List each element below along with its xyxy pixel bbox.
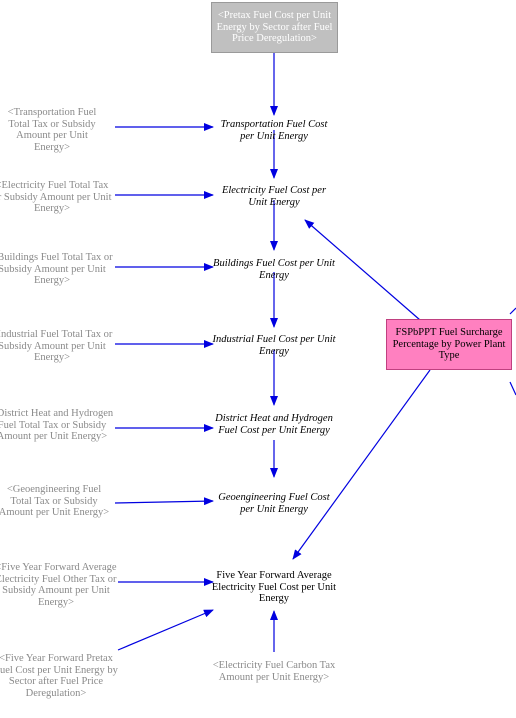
geo-tax-node: <Geoengineering Fuel Total Tax or Subsid… — [0, 484, 110, 518]
transport-cost-node: Transportation Fuel Cost per Unit Energy — [220, 119, 328, 142]
fspbppt-node: FSPbPPT Fuel Surcharge Percentage by Pow… — [386, 319, 512, 370]
buildings-tax-node: <Buildings Fuel Total Tax or Subsidy Amo… — [0, 252, 113, 286]
pretax-deregulation-node: <Pretax Fuel Cost per Unit Energy by Sec… — [211, 2, 338, 53]
buildings-cost-node: Buildings Fuel Cost per Unit Energy — [213, 258, 335, 281]
fy-other-tax-node: <Five Year Forward Average Electricity F… — [0, 562, 117, 608]
geo-cost-node: Geoengineering Fuel Cost per Unit Energy — [218, 492, 330, 515]
arrow-offscreen-down — [509, 381, 516, 396]
arrow-offscreen-up — [509, 307, 516, 315]
district-cost-node: District Heat and Hydrogen Fuel Cost per… — [215, 413, 333, 436]
arrow-geo-tax — [114, 497, 214, 506]
carbon-tax-node: <Electricity Fuel Carbon Tax Amount per … — [212, 660, 336, 683]
arrow-fy-pretax — [117, 609, 214, 651]
industrial-cost-node: Industrial Fuel Cost per Unit Energy — [212, 334, 336, 357]
fy-pretax-node: <Five Year Forward Pretax Fuel Cost per … — [0, 653, 118, 699]
arrow-fspbppt-fy — [292, 369, 431, 560]
district-tax-node: <District Heat and Hydrogen Fuel Total T… — [0, 408, 114, 442]
industrial-tax-node: <Industrial Fuel Total Tax or Subsidy Am… — [0, 329, 113, 363]
electricity-cost-node: Electricity Fuel Cost per Unit Energy — [221, 185, 327, 208]
fy-elec-cost-node: Five Year Forward Average Electricity Fu… — [211, 570, 337, 604]
arrow-fspbppt-electricity — [304, 219, 421, 321]
transport-tax-node: <Transportation Fuel Total Tax or Subsid… — [7, 107, 97, 153]
electricity-tax-node: <Electricity Fuel Total Tax or Subsidy A… — [0, 180, 112, 214]
